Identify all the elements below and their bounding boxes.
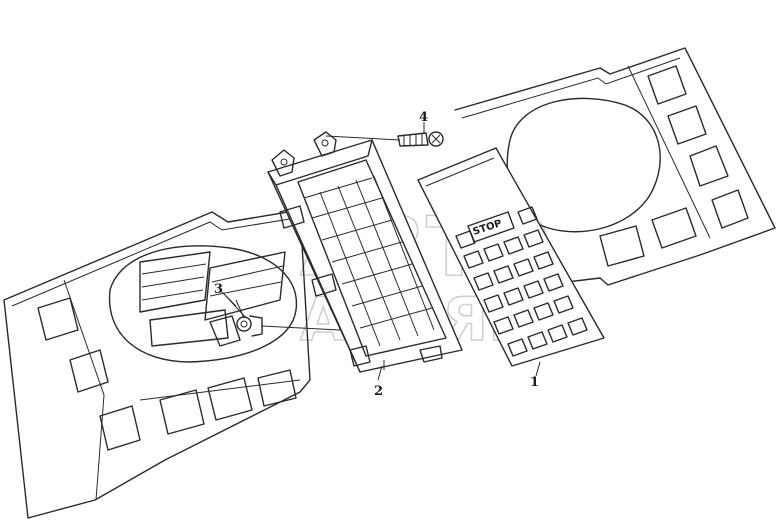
button-grid — [455, 206, 588, 357]
component-1-button-plate: STOP — [417, 147, 605, 367]
component-3-switch — [209, 295, 341, 347]
leader-lines — [221, 122, 541, 381]
callout-labels: 4 3 2 1 — [214, 110, 539, 399]
callout-3: 3 — [214, 282, 223, 297]
left-dashboard-panel — [3, 209, 311, 519]
housing-cell-grid — [303, 175, 435, 347]
component-2-housing — [267, 131, 463, 373]
component-4-screw — [325, 131, 444, 147]
callout-2: 2 — [374, 384, 383, 399]
callout-4: 4 — [419, 110, 428, 125]
callout-1: 1 — [530, 375, 539, 390]
